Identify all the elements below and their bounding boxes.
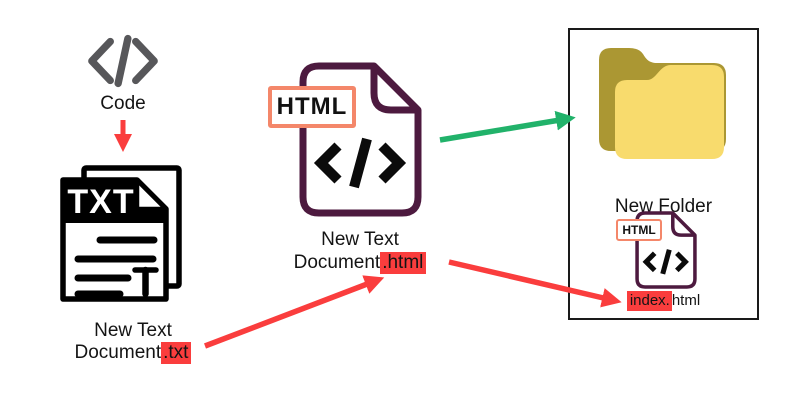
code-label: Code xyxy=(100,93,146,114)
html-file-name: New Text Document.html xyxy=(265,228,455,274)
html-extension-highlight: .html xyxy=(380,252,427,274)
txt-file-icon: TXT xyxy=(60,165,182,302)
new-folder-box: New Folder index.html xyxy=(568,28,759,320)
index-badge-label: HTML xyxy=(622,223,656,237)
html-badge-label: HTML xyxy=(276,93,348,120)
txt-name-line1: New Text xyxy=(94,320,172,341)
index-suffix: html xyxy=(671,292,701,309)
folder-icon xyxy=(599,48,726,159)
txt-icon-label: TXT xyxy=(67,183,134,221)
html-badge: HTML xyxy=(268,86,356,128)
html-name-base: Document xyxy=(293,252,381,273)
txt-file-name: New Text Document.txt xyxy=(43,320,223,364)
arrow-txt-to-html xyxy=(204,275,385,349)
folder-label: New Folder xyxy=(614,196,713,217)
text-cursor-glyph xyxy=(132,266,159,298)
txt-extension-highlight: .txt xyxy=(161,342,192,364)
txt-name-base: Document xyxy=(74,342,162,363)
index-prefix-highlight: index. xyxy=(626,291,672,311)
index-html-badge: HTML xyxy=(616,219,662,241)
html-name-line1: New Text xyxy=(321,229,399,250)
code-icon xyxy=(88,34,158,88)
index-file-name: index.html xyxy=(570,291,757,311)
arrow-html-to-folder xyxy=(439,110,576,143)
